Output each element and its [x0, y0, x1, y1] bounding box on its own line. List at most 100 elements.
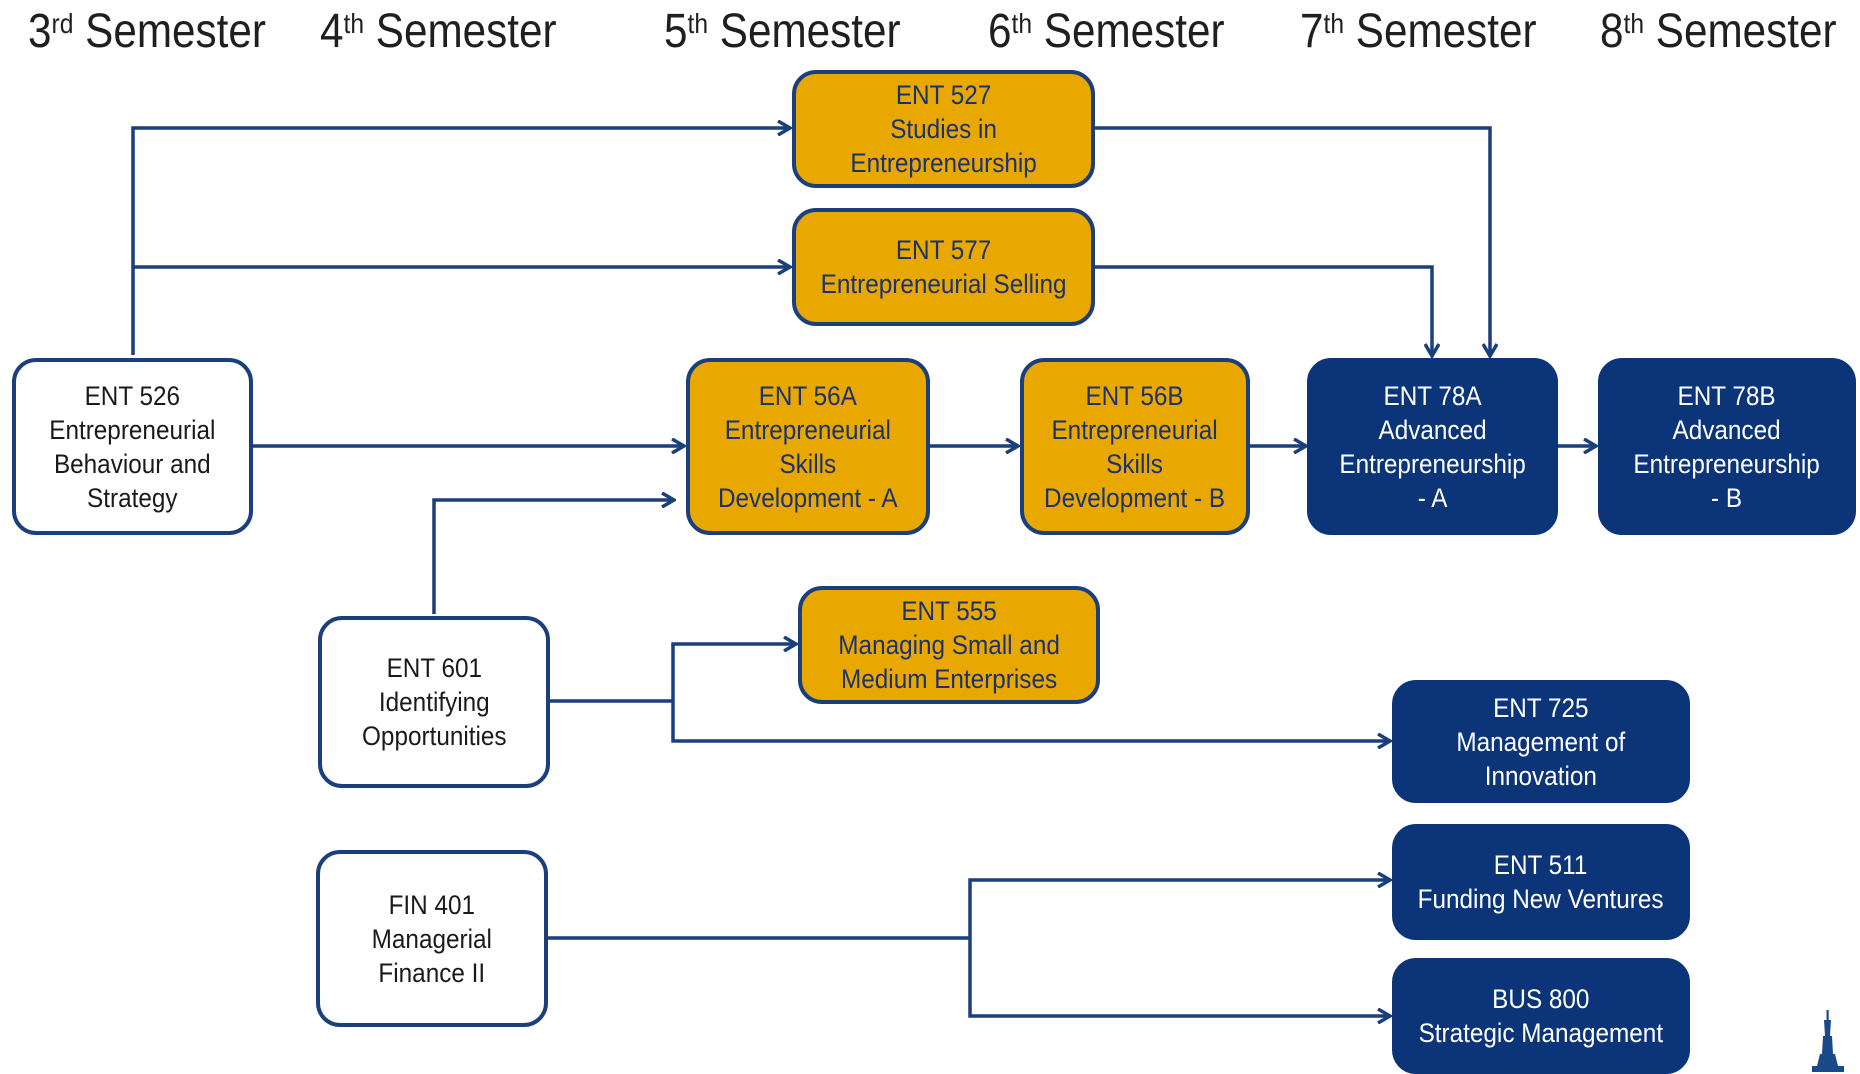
course-text: ENT 725 Management of Innovation [1457, 691, 1626, 793]
semester-suffix: th [1323, 8, 1345, 39]
arrow-ent601-to-ent555 [671, 644, 796, 701]
course-title-line: Management of [1456, 726, 1626, 757]
course-text: ENT 527 Studies in Entrepreneurship [850, 78, 1036, 180]
course-text: ENT 526 Entrepreneurial Behaviour and St… [49, 379, 215, 515]
course-text: BUS 800 Strategic Management [1419, 982, 1663, 1050]
course-title-line: Managing Small and [838, 630, 1060, 660]
course-text: ENT 78B Advanced Entrepreneurship - B [1634, 379, 1820, 515]
course-ent56b: ENT 56B Entrepreneurial Skills Developme… [1020, 358, 1250, 535]
course-title-line: Entrepreneurial [724, 414, 892, 445]
arrow-ent601-to-ent56a [432, 500, 674, 614]
course-code: ENT 725 [1493, 692, 1589, 723]
course-ent601: ENT 601 Identifying Opportunities [318, 616, 550, 788]
arrow-ent577-to-ent78a [1095, 265, 1432, 356]
course-title-line: Innovation [1484, 760, 1598, 791]
course-code: ENT 78A [1383, 380, 1482, 411]
course-title-line: Strategic Management [1418, 1018, 1664, 1048]
course-title-line: Skills [779, 448, 837, 479]
arrow-ent527-to-ent78a [1095, 126, 1490, 356]
course-code: ENT 527 [895, 80, 992, 110]
course-text: FIN 401 Managerial Finance II [372, 888, 492, 990]
course-title-line: Entrepreneurship [850, 148, 1037, 178]
course-title-line: Advanced [1378, 414, 1487, 445]
course-bus800: BUS 800 Strategic Management [1392, 958, 1690, 1074]
tower-logo-icon [1812, 1010, 1844, 1072]
semester-number: 6 [988, 5, 1012, 58]
course-ent56a: ENT 56A Entrepreneurial Skills Developme… [686, 358, 930, 535]
course-code: ENT 511 [1494, 850, 1588, 880]
course-title-line: Development - B [1044, 482, 1226, 513]
course-ent725: ENT 725 Management of Innovation [1392, 680, 1690, 803]
course-ent577: ENT 577 Entrepreneurial Selling [792, 208, 1095, 326]
semester-label: Semester [85, 5, 266, 58]
semester-number: 8 [1600, 5, 1624, 58]
course-ent555: ENT 555 Managing Small and Medium Enterp… [798, 586, 1100, 704]
course-title-line: Opportunities [361, 721, 507, 751]
course-code: ENT 78B [1677, 380, 1777, 411]
course-code: ENT 56A [758, 380, 858, 411]
course-title-line: Identifying [378, 687, 490, 717]
course-text: ENT 555 Managing Small and Medium Enterp… [838, 594, 1060, 696]
semester-label: Semester [1655, 5, 1837, 58]
arrow-fin401-to-bus800 [968, 938, 1390, 1016]
course-title-line: Finance II [378, 957, 486, 988]
course-title-line: Entrepreneurship [1339, 448, 1526, 479]
course-code: ENT 526 [84, 380, 181, 411]
semester-label: Semester [1043, 5, 1225, 58]
arrow-ent526-to-ent527 [131, 128, 790, 355]
course-title-line: Entrepreneurial [1051, 414, 1219, 445]
semester-7-header: 7th Semester [1300, 4, 1537, 59]
course-title-line: Entrepreneurial [49, 414, 216, 445]
course-title-line: Managerial [371, 923, 493, 954]
course-text: ENT 56B Entrepreneurial Skills Developme… [1045, 379, 1226, 515]
course-code: ENT 601 [386, 653, 482, 683]
semester-suffix: th [1623, 8, 1645, 39]
semester-number: 3 [28, 5, 52, 58]
course-title-line: Skills [1106, 448, 1164, 479]
course-code: ENT 56B [1085, 380, 1185, 411]
course-title-line: Entrepreneurship [1633, 448, 1821, 479]
arrow-ent601-to-ent725 [671, 701, 1390, 741]
course-code: ENT 555 [901, 596, 997, 626]
course-title-line: Studies in [890, 114, 997, 144]
semester-suffix: th [1011, 8, 1033, 39]
semester-label: Semester [719, 5, 901, 58]
course-text: ENT 78A Advanced Entrepreneurship - A [1339, 379, 1525, 515]
semester-4-header: 4th Semester [320, 4, 557, 59]
semester-label: Semester [1355, 5, 1537, 58]
course-text: ENT 56A Entrepreneurial Skills Developme… [718, 379, 898, 515]
course-title-line: Development - A [718, 482, 898, 513]
course-ent78a: ENT 78A Advanced Entrepreneurship - A [1307, 358, 1558, 535]
semester-number: 5 [664, 5, 688, 58]
semester-8-header: 8th Semester [1600, 4, 1837, 59]
course-title-line: - B [1711, 482, 1743, 513]
semester-number: 4 [320, 5, 344, 58]
course-fin401: FIN 401 Managerial Finance II [316, 850, 548, 1027]
semester-suffix: th [343, 8, 365, 39]
course-ent78b: ENT 78B Advanced Entrepreneurship - B [1598, 358, 1856, 535]
course-title-line: - A [1417, 482, 1448, 513]
course-code: FIN 401 [388, 889, 476, 920]
semester-number: 7 [1300, 5, 1324, 58]
course-title-line: Funding New Ventures [1418, 884, 1664, 914]
course-text: ENT 577 Entrepreneurial Selling [821, 233, 1067, 301]
semester-3-header: 3rd Semester [28, 4, 266, 59]
arrow-fin401-to-ent511 [968, 880, 1390, 938]
course-title-line: Behaviour and [54, 448, 211, 479]
course-title-line: Medium Enterprises [840, 664, 1058, 694]
semester-6-header: 6th Semester [988, 4, 1225, 59]
course-text: ENT 601 Identifying Opportunities [362, 651, 507, 753]
course-title-line: Entrepreneurial Selling [820, 269, 1067, 299]
course-text: ENT 511 Funding New Ventures [1418, 848, 1664, 916]
course-ent526: ENT 526 Entrepreneurial Behaviour and St… [12, 358, 253, 535]
course-code: BUS 800 [1492, 984, 1590, 1014]
course-ent527: ENT 527 Studies in Entrepreneurship [792, 70, 1095, 188]
semester-label: Semester [375, 5, 557, 58]
course-title-line: Strategy [87, 482, 178, 513]
semester-suffix: th [687, 8, 709, 39]
semester-suffix: rd [51, 8, 74, 39]
course-code: ENT 577 [895, 235, 992, 265]
course-ent511: ENT 511 Funding New Ventures [1392, 824, 1690, 940]
semester-5-header: 5th Semester [664, 4, 901, 59]
